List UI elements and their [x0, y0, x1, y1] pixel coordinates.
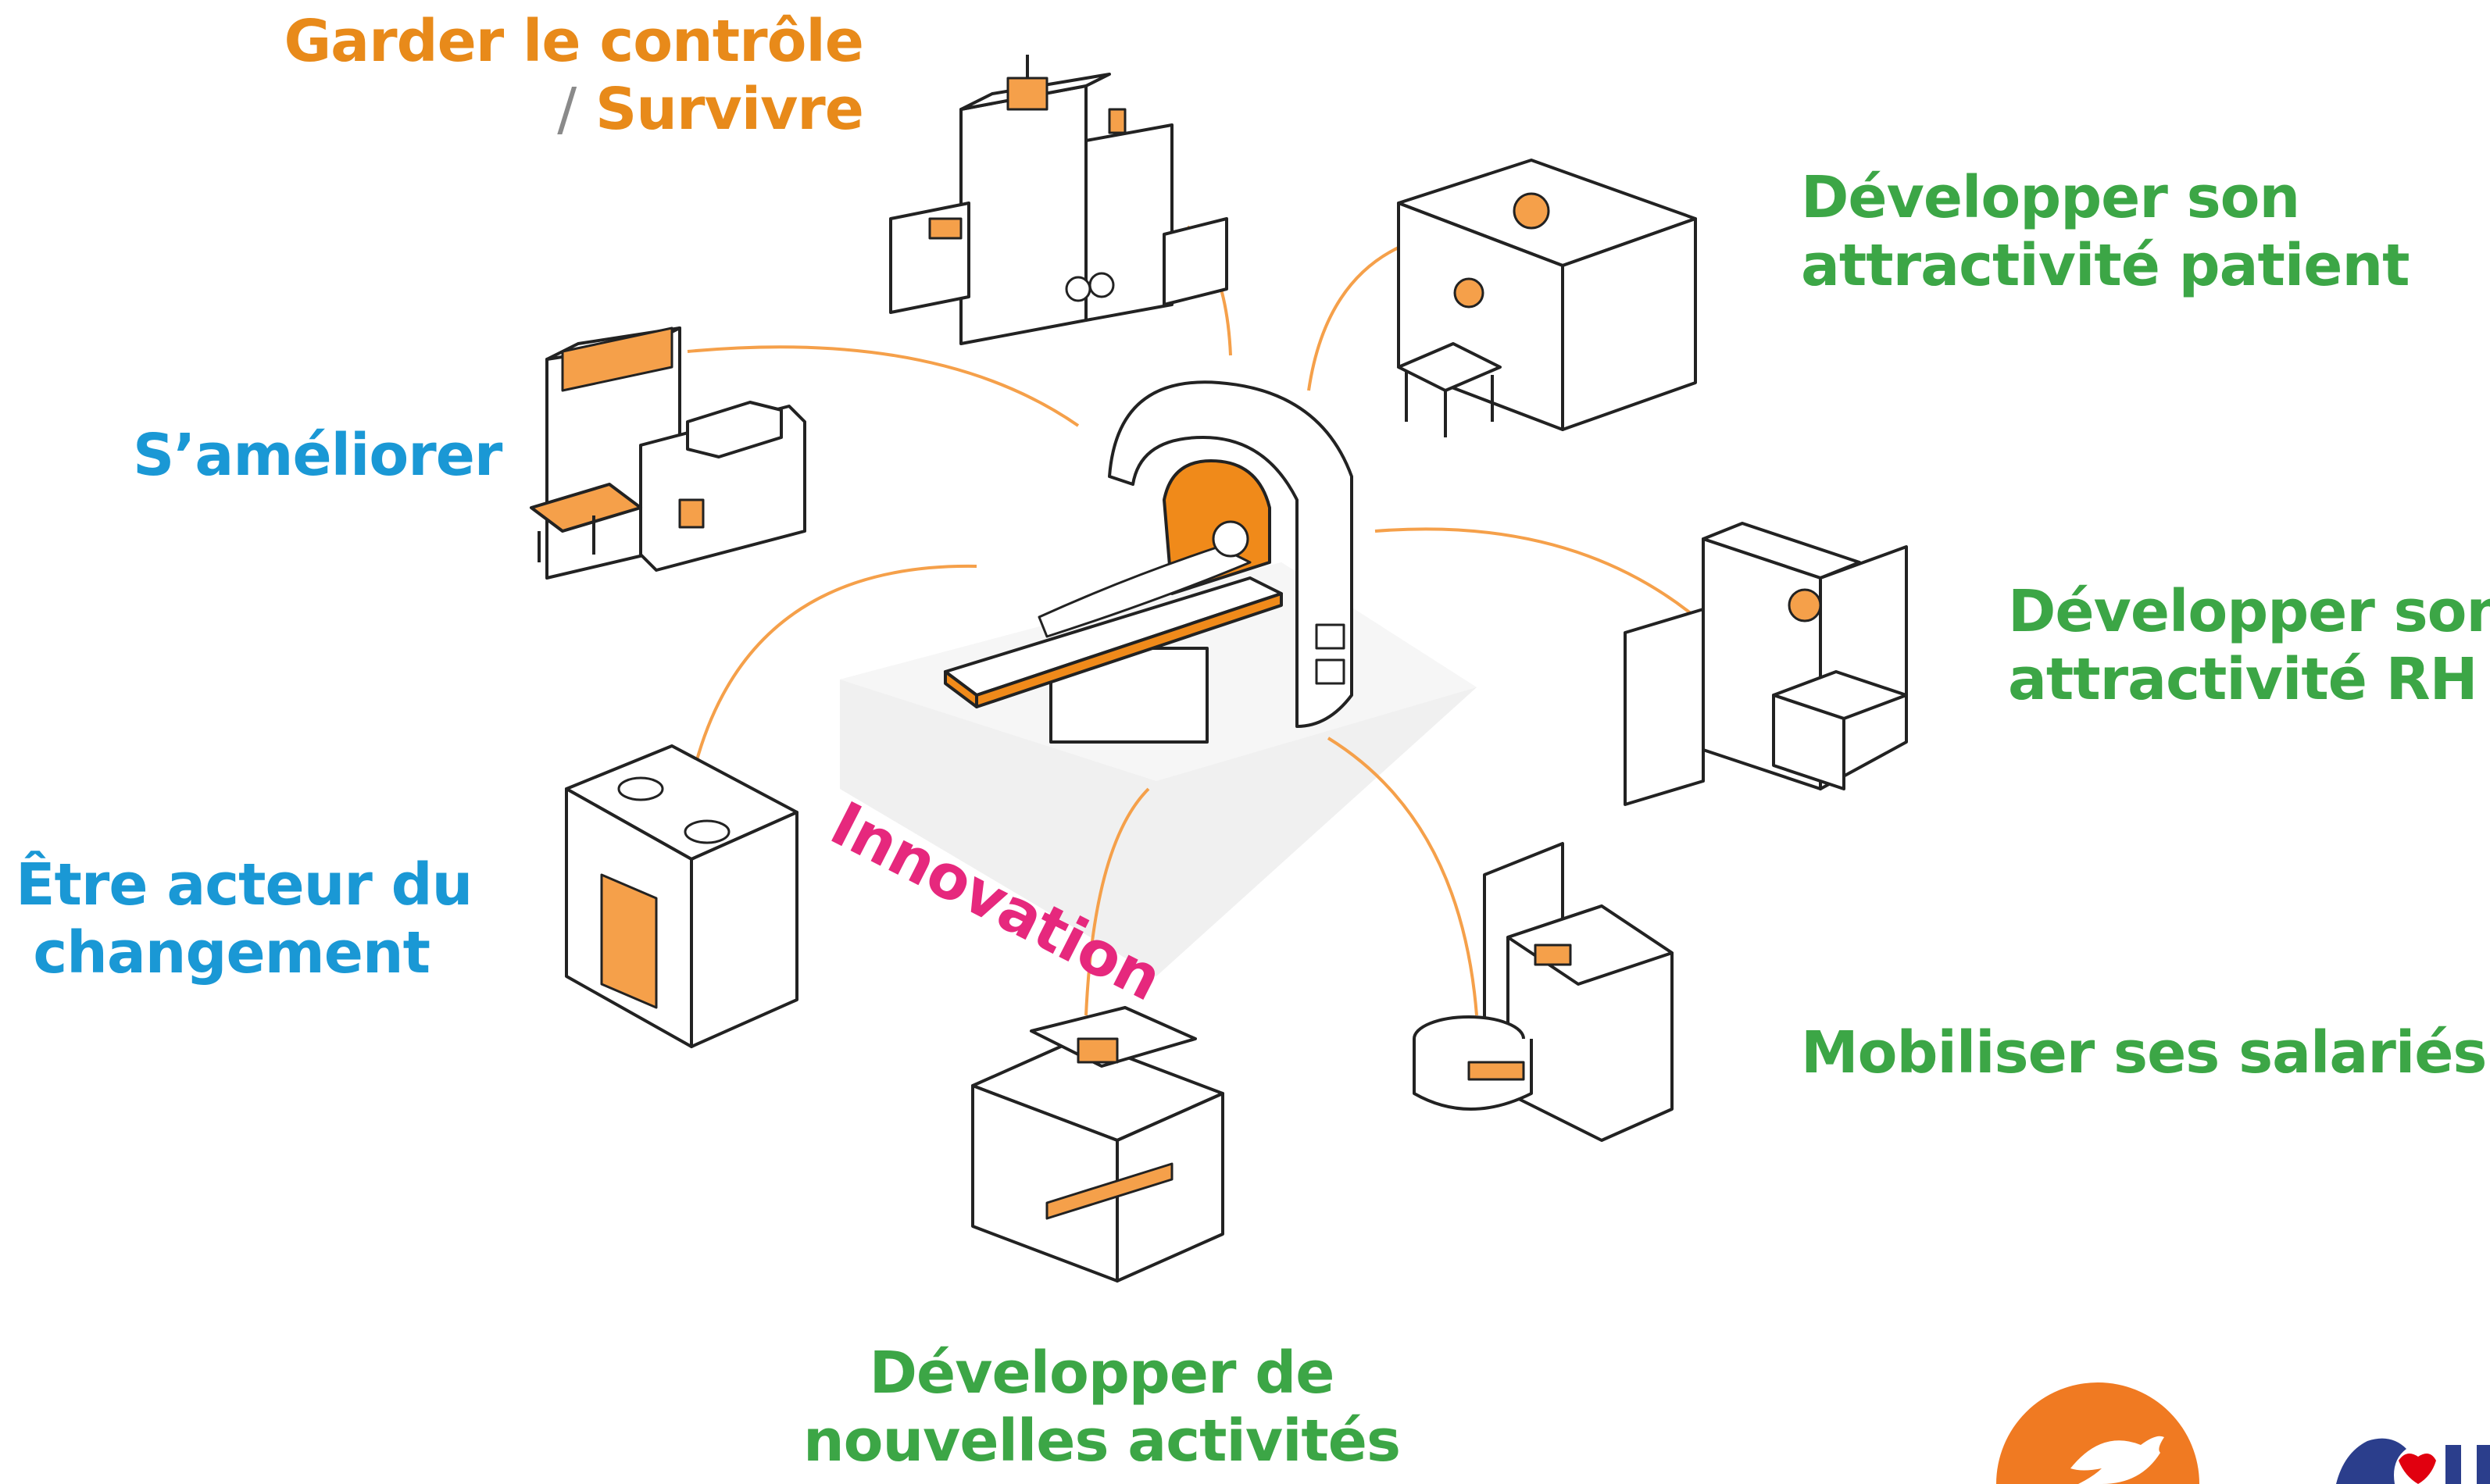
label-mobiliser-text: Mobiliser ses salariés	[1801, 1019, 2487, 1086]
label-ameliorer: S’améliorer	[133, 422, 502, 490]
hospital-building-acteur	[565, 744, 798, 1048]
hospital-building-rh	[1624, 522, 1908, 806]
twitter-bird-icon[interactable]	[1996, 1382, 2199, 1484]
label-attract-patient-line1: Développer son	[1801, 164, 2300, 231]
label-garder-line1: Garder le contrôle	[284, 8, 864, 75]
label-activites-line1: Développer de	[869, 1340, 1335, 1407]
hospital-building-activites	[971, 1006, 1224, 1282]
label-nouvelles-activites: Développer de nouvelles activités	[789, 1340, 1414, 1476]
label-mobiliser: Mobiliser ses salariés	[1801, 1019, 2487, 1087]
label-attract-rh-line1: Développer son	[2008, 578, 2490, 645]
label-acteur-line2: changement	[33, 919, 430, 987]
hospital-building-patient	[1397, 159, 1697, 437]
label-attractivite-rh: Développer son attractivité RH	[2008, 578, 2490, 715]
label-garder-separator: /	[557, 76, 577, 144]
label-garder-le-controle: Garder le contrôle / Survivre	[258, 8, 864, 144]
label-attractivite-patient: Développer son attractivité patient	[1801, 164, 2410, 301]
label-activites-line2: nouvelles activités	[802, 1407, 1401, 1475]
hospital-building-ameliorer	[530, 326, 806, 580]
label-attract-rh-line2: attractivité RH	[2008, 646, 2478, 714]
ct-scanner-illustration	[944, 380, 1353, 744]
label-garder-line2: Survivre	[595, 76, 864, 144]
marianne-logo	[2336, 1438, 2490, 1484]
label-ameliorer-text: S’améliorer	[133, 422, 502, 489]
label-acteur-line1: Être acteur du	[16, 851, 473, 919]
label-etre-acteur: Être acteur du changement	[16, 851, 473, 988]
hospital-building-mobiliser	[1413, 842, 1674, 1142]
hospital-building-garder	[889, 55, 1228, 345]
label-attract-patient-line2: attractivité patient	[1801, 232, 2410, 300]
